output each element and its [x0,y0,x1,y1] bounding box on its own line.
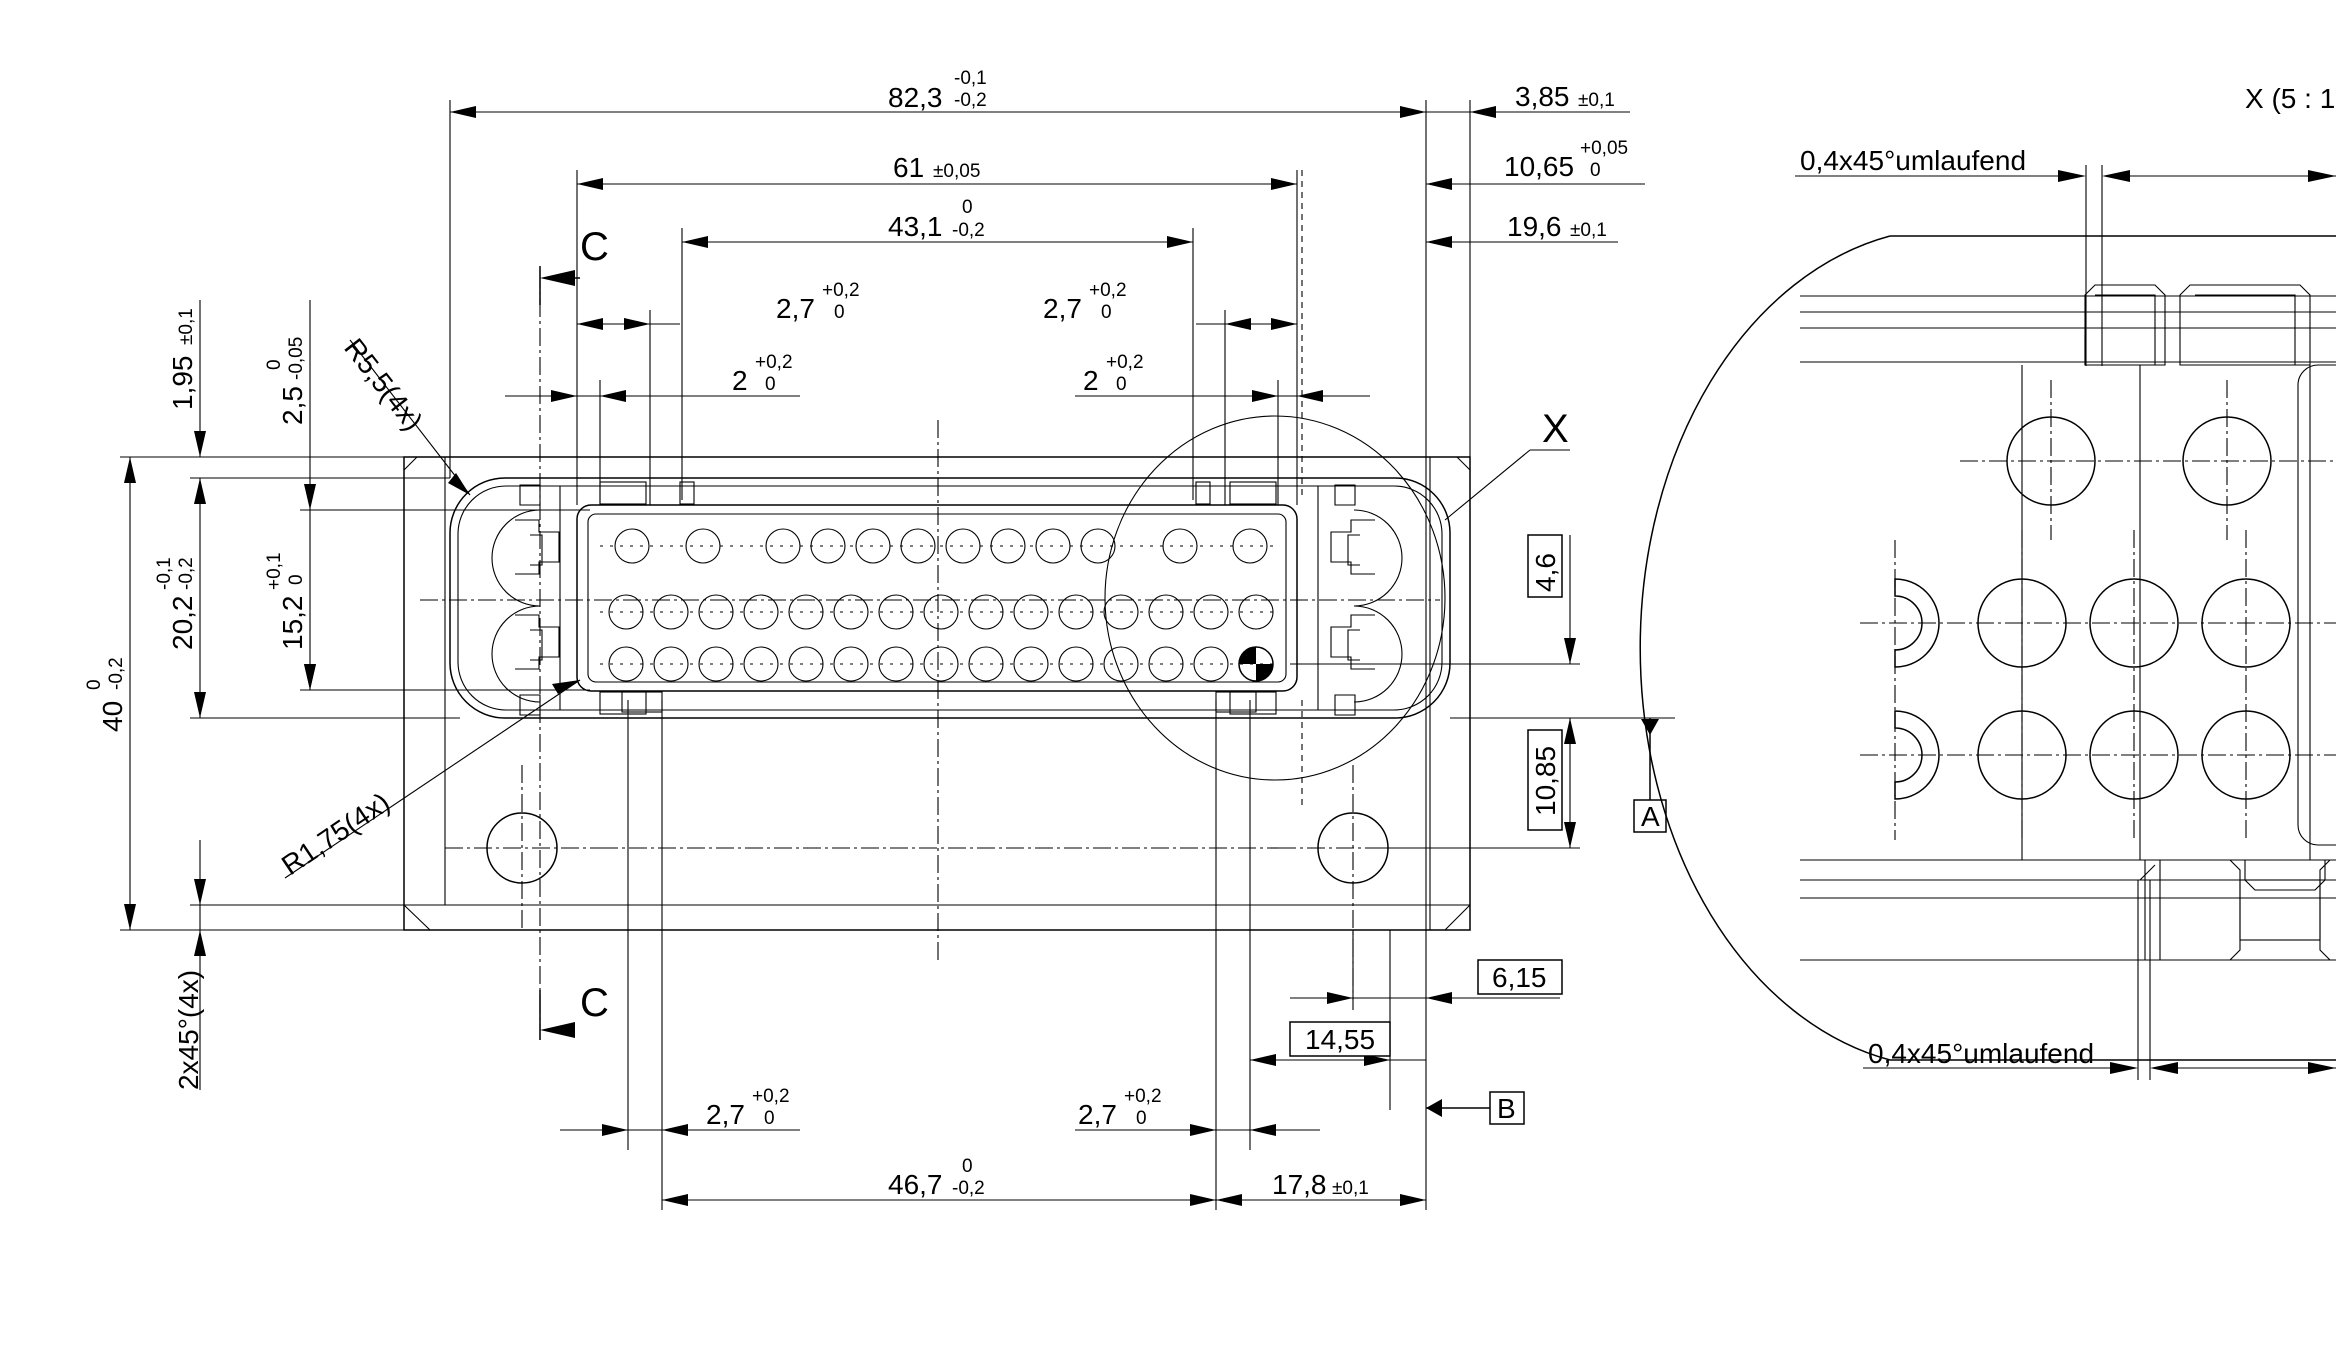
svg-text:±0,05: ±0,05 [933,161,980,182]
dim-20-2: 20,2 [167,596,198,651]
detail-label-x: X [1542,407,1569,451]
dimension-text: 82,3 -0,1 -0,2 61 ±0,05 43,1 0 -0,2 2,7 … [84,68,1628,1200]
svg-text:+0,2: +0,2 [1124,1086,1162,1107]
keying-slots [599,481,1277,715]
svg-text:0: 0 [765,374,776,395]
dim-17-8: 17,8 [1272,1169,1327,1200]
svg-text:0: 0 [264,359,285,370]
svg-text:±0,1: ±0,1 [1332,1178,1369,1199]
dim-chamfer-2x45: 2x45°(4x) [173,970,204,1090]
detail-circle-x [1104,415,1446,781]
datum-pin-marker [1238,646,1274,682]
svg-text:±0,1: ±0,1 [1578,90,1615,111]
svg-text:-0,2: -0,2 [952,1178,985,1199]
svg-text:0: 0 [764,1108,775,1129]
section-label-c-top: C [580,225,609,269]
main-view: C C X [403,170,1570,1040]
dim-r5-5: R5,5(4x) [338,333,429,437]
dim-4-6: 4,6 [1530,553,1561,592]
chamfer-note-bottom: 0,4x45°umlaufend [1868,1038,2094,1069]
svg-text:0: 0 [1590,160,1601,181]
svg-text:0: 0 [962,1156,973,1177]
svg-text:-0,1: -0,1 [954,68,987,89]
svg-text:+0,2: +0,2 [1089,280,1127,301]
datum-a-label: A [1641,801,1660,832]
dim-82-3: 82,3 [888,82,943,113]
flange-outline [403,456,1471,931]
svg-text:+0,1: +0,1 [264,552,285,590]
dim-43-1: 43,1 [888,211,943,242]
dim-1-95: 1,95 [167,356,198,411]
svg-text:0: 0 [962,197,973,218]
dim-10-65: 10,65 [1504,151,1574,182]
dim-3-85: 3,85 [1515,81,1570,112]
svg-text:+0,05: +0,05 [1580,138,1628,159]
section-label-c-bottom: C [580,981,609,1025]
svg-text:-0,2: -0,2 [176,557,197,590]
dim-19-6: 19,6 [1507,211,1562,242]
svg-text:-0,2: -0,2 [952,220,985,241]
receptacle-outline [449,477,1451,719]
dim-10-85: 10,85 [1530,746,1561,816]
svg-text:+0,2: +0,2 [755,352,793,373]
chamfer-note-top: 0,4x45°umlaufend [1800,145,2026,176]
svg-text:-0,1: -0,1 [154,557,175,590]
svg-text:0: 0 [286,574,307,585]
detail-view-title: X (5 : 1 [2245,83,2335,114]
dim-2-7-bottom-left: 2,7 [706,1099,745,1130]
svg-text:0: 0 [84,679,105,690]
dim-2-7-bottom-right: 2,7 [1078,1099,1117,1130]
dim-2-5: 2,5 [277,386,308,425]
svg-text:-0,05: -0,05 [286,337,307,380]
dim-2-7-top-right: 2,7 [1043,293,1082,324]
svg-text:+0,2: +0,2 [822,280,860,301]
dim-61: 61 [893,152,924,183]
svg-text:+0,2: +0,2 [752,1086,790,1107]
svg-text:0: 0 [1136,1108,1147,1129]
section-marker-c: C C [539,225,609,1040]
svg-text:0: 0 [834,302,845,323]
detail-view-x: X (5 : 1 0,4x45°umlaufend 0,4x45°umlaufe… [1639,83,2336,1080]
dim-40: 40 [97,701,128,732]
insert-outline [576,504,1298,692]
svg-text:0: 0 [1116,374,1127,395]
arrowheads [124,106,1576,1206]
svg-text:0: 0 [1101,302,1112,323]
svg-text:-0,2: -0,2 [106,657,127,690]
svg-text:-0,2: -0,2 [954,90,987,111]
dim-2-right: 2 [1083,365,1099,396]
dim-2-left: 2 [732,365,748,396]
dimension-lines [120,100,1675,1210]
dim-6-15: 6,15 [1492,962,1547,993]
svg-text:+0,2: +0,2 [1106,352,1144,373]
right-latch [1317,484,1375,716]
dim-r1-75: R1,75(4x) [276,787,395,881]
datum-b: B [1426,1091,1525,1125]
dim-46-7: 46,7 [888,1169,943,1200]
svg-text:±0,1: ±0,1 [1570,220,1607,241]
dim-14-55: 14,55 [1305,1024,1375,1055]
datum-a: A [1633,718,1667,833]
svg-text:±0,1: ±0,1 [176,308,197,345]
dim-15-2: 15,2 [277,596,308,651]
datum-b-label: B [1497,1093,1516,1124]
dim-2-7-top-left: 2,7 [776,293,815,324]
